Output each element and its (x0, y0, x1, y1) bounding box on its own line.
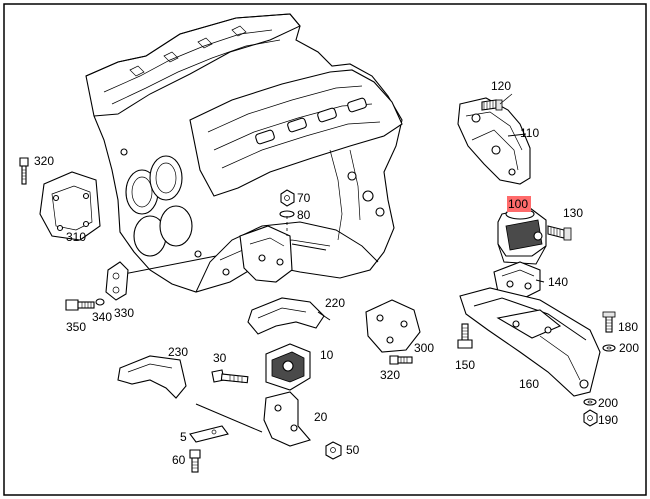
label-140: 140 (548, 275, 568, 289)
part-labels: 120 110 320 70 100 130 80 310 140 220 35… (34, 79, 639, 467)
label-230: 230 (168, 345, 188, 359)
label-310: 310 (66, 230, 86, 244)
label-70: 70 (297, 191, 311, 205)
label-110: 110 (520, 126, 539, 140)
label-340: 340 (92, 310, 112, 324)
label-350: 350 (66, 320, 86, 334)
part-190-nut (583, 409, 598, 427)
label-330: 330 (114, 306, 134, 320)
part-30-bolt (211, 369, 249, 384)
part-120-bolt (481, 93, 513, 111)
part-70-nut (280, 189, 295, 207)
label-5: 5 (180, 430, 187, 444)
part-140-bracket (493, 261, 545, 301)
label-200-upper: 200 (619, 341, 639, 355)
part-180-bolt (602, 311, 616, 333)
diagram-border (3, 3, 647, 496)
label-180: 180 (618, 320, 638, 334)
part-130-bolt (547, 225, 572, 241)
part-300-bracket (365, 299, 421, 353)
label-150: 150 (455, 358, 475, 372)
left-engine-bracket (239, 225, 293, 283)
part-350-bolt (65, 299, 95, 311)
part-60-bolt (189, 449, 201, 473)
part-320-bolt-right (389, 355, 413, 365)
label-120: 120 (491, 79, 511, 93)
leader-bracket (291, 243, 327, 251)
part-160-crossmember (459, 287, 601, 397)
part-150-bolt (457, 323, 473, 349)
label-130: 130 (563, 206, 583, 220)
part-330-bracket (105, 261, 129, 301)
engine-block (85, 13, 403, 293)
label-200-lower: 200 (598, 396, 618, 410)
leader-20 (195, 403, 263, 433)
label-30: 30 (213, 351, 227, 365)
part-230-shield (117, 355, 187, 399)
part-310-cover (39, 171, 101, 241)
part-5-clip (189, 425, 229, 443)
part-200-washer-upper (602, 344, 616, 352)
part-340-washer (95, 298, 105, 306)
part-320-bolt-left (19, 157, 29, 185)
part-100-engine-mount (497, 207, 547, 265)
label-80: 80 (297, 208, 311, 222)
label-190: 190 (598, 413, 618, 427)
label-220: 220 (325, 296, 345, 310)
label-320-right: 320 (380, 368, 400, 382)
label-10: 10 (320, 348, 334, 362)
part-20-bracket (263, 391, 311, 447)
label-160: 160 (519, 377, 539, 391)
label-20: 20 (314, 410, 328, 424)
part-50-nut (325, 441, 342, 460)
label-50: 50 (346, 443, 360, 457)
label-60: 60 (172, 453, 186, 467)
label-100: 100 (508, 197, 528, 211)
part-200-washer-lower (583, 398, 597, 406)
part-220-heat-shield (247, 297, 331, 335)
part-100-highlight (507, 196, 531, 212)
label-300: 300 (414, 341, 434, 355)
part-110-bracket (457, 97, 531, 185)
label-320-left: 320 (34, 154, 54, 168)
part-10-mount (265, 343, 311, 391)
leader-330 (123, 255, 217, 275)
